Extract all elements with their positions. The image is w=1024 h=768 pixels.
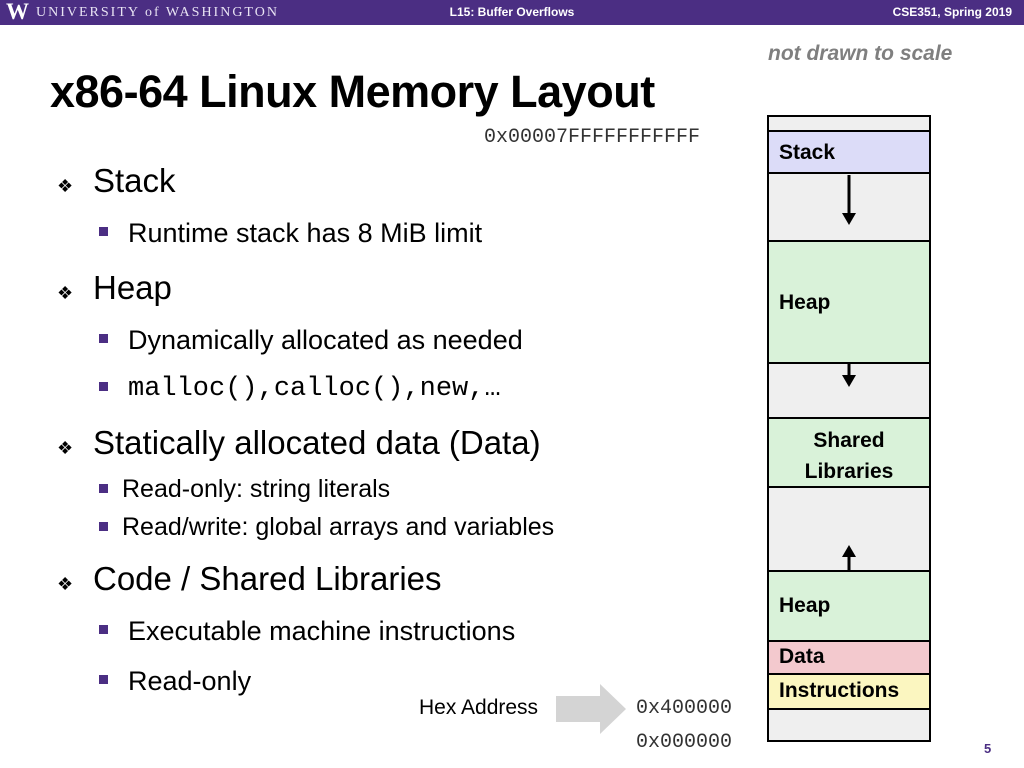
segment-label-shared-libraries: Shared Libraries [804, 429, 894, 483]
segment-label-heap: Heap [779, 291, 831, 314]
segment-label-heap: Heap [779, 594, 831, 617]
sub-bullet: Read/write: global arrays and variables [122, 513, 555, 541]
stack-grows-down-arrow-icon [842, 175, 856, 225]
segment-label-data: Data [779, 645, 825, 668]
sub-bullet: Read-only: string literals [122, 475, 391, 503]
sub-bullet: Read-only [128, 666, 252, 696]
square-bullet-icon [99, 522, 108, 531]
uw-logo-icon: W [6, 0, 29, 24]
bullet-stack: Stack [93, 162, 176, 199]
sub-bullet: Runtime stack has 8 MiB limit [128, 218, 483, 248]
slide-title: x86-64 Linux Memory Layout [50, 66, 655, 117]
segment-heap-bottom [767, 570, 931, 642]
memory-bottom-gap [767, 708, 931, 742]
bullet-diamond-icon: ❖ [57, 283, 74, 303]
text-address: 0x400000 [636, 697, 733, 720]
top-address: 0x00007FFFFFFFFFFF [484, 126, 701, 149]
right-arrow-icon [556, 684, 626, 734]
sub-bullet: Dynamically allocated as needed [128, 325, 523, 355]
bullet-diamond-icon: ❖ [57, 176, 74, 196]
square-bullet-icon [99, 625, 108, 634]
segment-shared-libraries [767, 417, 931, 488]
header-bar: W UNIVERSITY of WASHINGTON L15: Buffer O… [0, 0, 1024, 25]
segment-data [767, 640, 931, 675]
segment-label-instructions: Instructions [779, 679, 900, 702]
bullet-heap: Heap [93, 269, 172, 306]
square-bullet-icon [99, 675, 108, 684]
bullet-diamond-icon: ❖ [57, 438, 74, 458]
square-bullet-icon [99, 382, 108, 391]
square-bullet-icon [99, 334, 108, 343]
page-number: 5 [984, 741, 992, 756]
square-bullet-icon [99, 227, 108, 236]
lecture-title: L15: Buffer Overflows [449, 5, 575, 19]
university-name: UNIVERSITY of WASHINGTON [36, 5, 279, 20]
bottom-address: 0x000000 [636, 731, 733, 754]
bullet-code: Code / Shared Libraries [93, 560, 442, 597]
sub-bullet-code: malloc(),calloc(),new,… [128, 374, 501, 404]
square-bullet-icon [99, 484, 108, 493]
heap-grows-down-arrow-icon [842, 363, 856, 387]
heap-grows-up-arrow-icon [842, 545, 856, 572]
hex-address-label: Hex Address [419, 696, 539, 719]
sub-bullet: Executable machine instructions [128, 616, 516, 646]
segment-label-stack: Stack [779, 141, 836, 164]
course-name: CSE351, Spring 2019 [892, 5, 1012, 19]
segment-heap-top [767, 240, 931, 364]
bullet-data: Statically allocated data (Data) [93, 424, 541, 461]
scale-note: not drawn to scale [768, 42, 953, 65]
bullet-diamond-icon: ❖ [57, 574, 74, 594]
